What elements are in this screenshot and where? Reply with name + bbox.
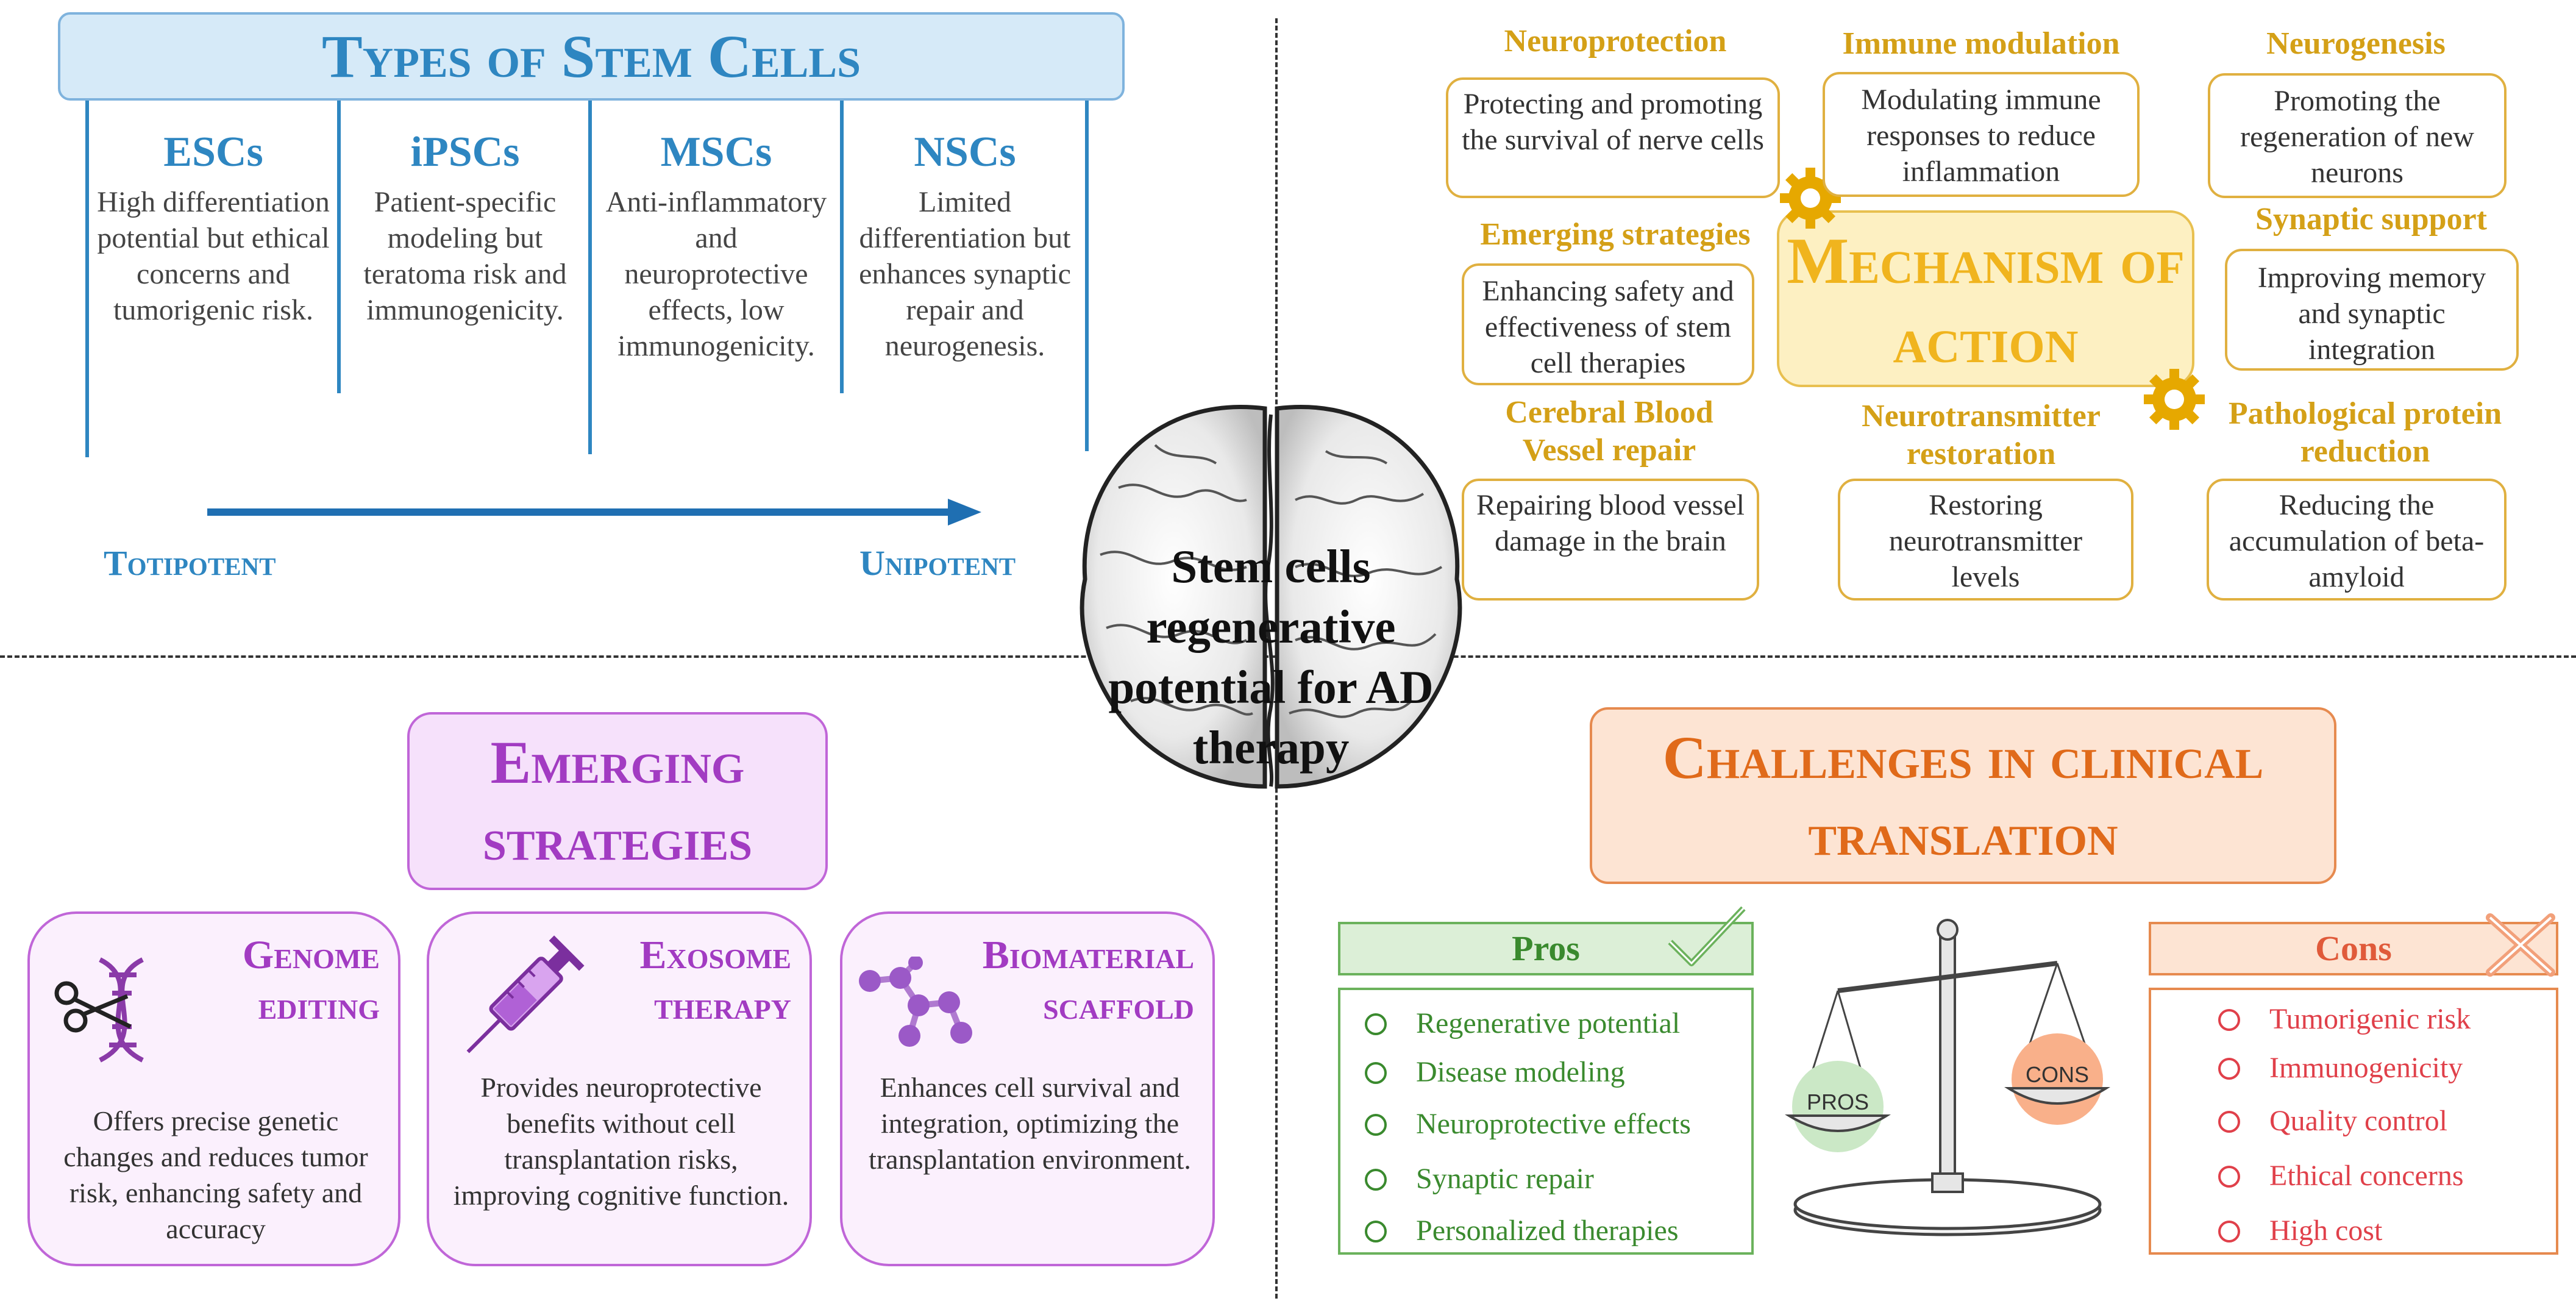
- emerging-card-genome-editing: Genome editing Offers precise genetic ch…: [27, 911, 400, 1266]
- mechanism-box-neuroprotection: Protecting and promoting the survival of…: [1446, 77, 1780, 198]
- pros-header: Pros: [1338, 922, 1754, 975]
- bullet-circle-icon: [2218, 1221, 2240, 1242]
- type-name: ESCs: [163, 129, 263, 176]
- bullet-circle-icon: [1365, 1169, 1387, 1191]
- gear-icon: [2144, 369, 2205, 430]
- mechanism-box-synaptic-support: Improving memory and synaptic integratio…: [2225, 249, 2519, 371]
- mechanism-label-vessel-repair: Cerebral Blood Vessel repair: [1505, 395, 1713, 468]
- mechanism-box-neurogenesis: Promoting the regeneration of new neuron…: [2208, 73, 2507, 198]
- cons-label: Cons: [2315, 929, 2392, 968]
- list-item: Neuroprotective effects: [1365, 1106, 1691, 1143]
- type-description: Patient-specific modeling but teratoma r…: [363, 186, 567, 326]
- challenges-title: Challenges in clinical translation: [1590, 707, 2336, 884]
- type-name: iPSCs: [410, 129, 520, 176]
- card-heading-line2: therapy: [654, 983, 791, 1028]
- bullet-circle-icon: [1365, 1114, 1387, 1136]
- bullet-circle-icon: [1365, 1221, 1387, 1242]
- mechanism-label-protein-reduction: Pathological protein reduction: [2228, 396, 2502, 469]
- card-heading-line2: editing: [258, 983, 380, 1028]
- list-item: High cost: [2218, 1213, 2382, 1249]
- card-heading-line1: Genome: [242, 933, 380, 977]
- cons-header: Cons: [2149, 922, 2558, 975]
- list-item: Regenerative potential: [1365, 1005, 1680, 1042]
- card-description: Offers precise genetic changes and reduc…: [63, 1105, 368, 1244]
- list-item: Personalized therapies: [1365, 1213, 1679, 1249]
- type-name: MSCs: [660, 129, 772, 176]
- bullet-circle-icon: [2218, 1058, 2240, 1080]
- mechanism-box-emerging-strategies: Enhancing safety and effectiveness of st…: [1462, 263, 1754, 385]
- column-separator: [588, 101, 592, 454]
- potency-arrow-icon: [207, 499, 981, 526]
- axis-left-label: Totipotent: [104, 543, 276, 583]
- emerging-title: Emerging strategies: [407, 712, 828, 890]
- type-column-escs: ESCs High differentiation potential but …: [91, 128, 335, 328]
- card-heading-line1: Biomaterial: [982, 933, 1194, 977]
- emerging-card-biomaterial-scaffold: Biomaterial scaffold Enhances cell survi…: [840, 911, 1215, 1266]
- molecule-scaffold-icon: [859, 957, 972, 1047]
- column-separator: [840, 101, 844, 393]
- bullet-circle-icon: [1365, 1062, 1387, 1084]
- column-separator: [1085, 101, 1089, 451]
- bullet-circle-icon: [2218, 1166, 2240, 1188]
- mechanism-label-neuroprotection: Neuroprotection: [1504, 24, 1727, 59]
- gear-icon: [1780, 168, 1841, 229]
- card-heading-line2: scaffold: [1043, 983, 1194, 1028]
- brain-icon: [1080, 405, 1462, 789]
- dna-scissors-icon: [54, 957, 144, 1063]
- cons-list: Tumorigenic risk Immunogenicity Quality …: [2149, 988, 2558, 1255]
- mechanism-box-immune-modulation: Modulating immune responses to reduce in…: [1823, 72, 2140, 197]
- scale-pros-label: PROS: [1807, 1089, 1869, 1114]
- card-description: Provides neuroprotective benefits withou…: [453, 1072, 789, 1211]
- cross-icon: [2486, 913, 2555, 977]
- list-item: Ethical concerns: [2218, 1158, 2464, 1194]
- card-description: Enhances cell survival and integration, …: [869, 1072, 1191, 1175]
- list-item: Quality control: [2218, 1103, 2447, 1139]
- bullet-circle-icon: [2218, 1111, 2240, 1133]
- emerging-card-exosome-therapy: Exosome therapy Provides neuroprotective…: [427, 911, 812, 1266]
- bullet-circle-icon: [2218, 1009, 2240, 1031]
- mechanism-label-synaptic-support: Synaptic support: [2255, 202, 2487, 237]
- mechanism-box-protein-reduction: Reducing the accumulation of beta-amyloi…: [2207, 479, 2507, 601]
- list-item: Tumorigenic risk: [2218, 1001, 2471, 1038]
- column-separator: [337, 101, 341, 393]
- syringe-icon: [466, 935, 585, 1054]
- column-separator: [85, 101, 89, 457]
- mechanism-box-vessel-repair: Repairing blood vessel damage in the bra…: [1462, 479, 1759, 601]
- type-description: Anti-inflammatory and neuroprotective ef…: [605, 186, 827, 362]
- central-label: Stem cells regenerative potential for AD…: [1108, 540, 1434, 774]
- type-column-ipscs: iPSCs Patient-specific modeling but tera…: [343, 128, 587, 328]
- type-name: NSCs: [914, 129, 1016, 176]
- pros-list: Regenerative potential Disease modeling …: [1338, 988, 1754, 1255]
- scale-cons-label: CONS: [2026, 1062, 2089, 1087]
- mechanism-label-neurogenesis: Neurogenesis: [2266, 26, 2446, 61]
- type-column-mscs: MSCs Anti-inflammatory and neuroprotecti…: [594, 128, 838, 364]
- balance-scale-icon: PROS CONS: [1785, 919, 2110, 1236]
- type-description: Limited differentiation but enhances syn…: [859, 186, 1071, 362]
- bullet-circle-icon: [1365, 1013, 1387, 1035]
- list-item: Immunogenicity: [2218, 1050, 2463, 1086]
- card-heading-line1: Exosome: [639, 933, 791, 977]
- checkmark-icon: [1668, 906, 1746, 966]
- mechanism-label-immune-modulation: Immune modulation: [1842, 26, 2120, 61]
- mechanism-box-neurotransmitter: Restoring neurotransmitter levels: [1838, 479, 2133, 601]
- pros-label: Pros: [1512, 929, 1580, 968]
- type-column-nscs: NSCs Limited differentiation but enhance…: [846, 128, 1084, 364]
- mechanism-label-emerging-strategies: Emerging strategies: [1480, 217, 1751, 252]
- list-item: Disease modeling: [1365, 1054, 1625, 1091]
- mechanism-label-neurotransmitter: Neurotransmitter restoration: [1862, 399, 2101, 471]
- type-description: High differentiation potential but ethic…: [97, 186, 330, 326]
- types-title: Types of Stem Cells: [58, 12, 1125, 101]
- mechanism-title: Mechanism of action: [1777, 210, 2194, 387]
- axis-right-label: Unipotent: [859, 543, 1016, 583]
- list-item: Synaptic repair: [1365, 1161, 1594, 1197]
